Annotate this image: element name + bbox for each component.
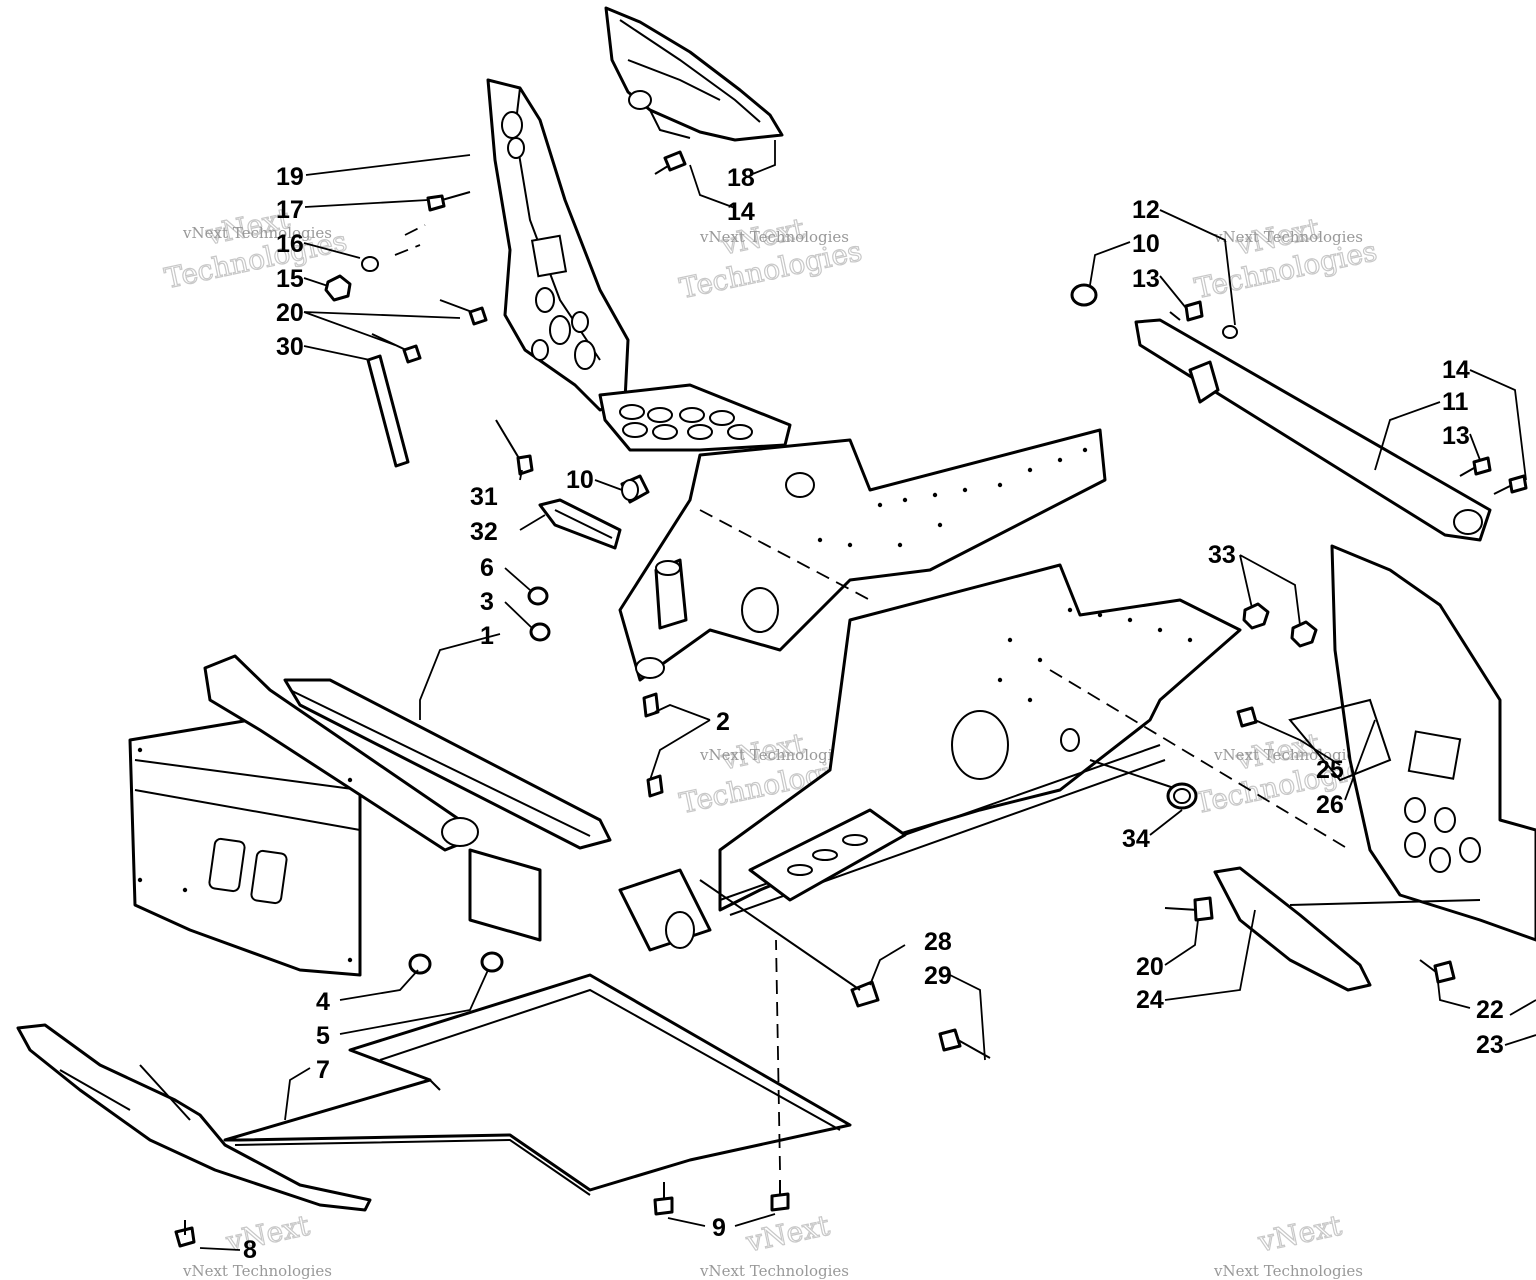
front-bumper-part xyxy=(16,1023,372,1212)
bushings-6-3 xyxy=(527,586,551,642)
callout-29: 29 xyxy=(924,962,952,990)
callout-2: 2 xyxy=(716,708,730,736)
callout-32: 32 xyxy=(470,518,498,546)
callout-13-right: 13 xyxy=(1442,422,1470,450)
callout-34: 34 xyxy=(1122,825,1150,853)
callout-labels: 19 17 16 15 20 30 18 14 12 10 13 14 11 1… xyxy=(243,163,1504,1264)
watermark-small-3: vNext Technologies xyxy=(1213,228,1363,246)
watermark-small-6: vNext Technologies xyxy=(1213,746,1363,764)
watermark-small-1: vNext Technologies xyxy=(182,224,332,242)
callout-30: 30 xyxy=(276,333,304,361)
watermark-small-2: vNext Technologies xyxy=(699,228,849,246)
watermark-line1: vNext xyxy=(223,1209,314,1259)
callout-18: 18 xyxy=(727,164,755,192)
leader-lines xyxy=(199,140,1536,1251)
callout-6: 6 xyxy=(480,554,494,582)
callout-20-right: 20 xyxy=(1136,953,1164,981)
watermark-small-9: vNext Technologies xyxy=(1213,1262,1363,1280)
callout-15: 15 xyxy=(276,265,304,293)
callout-26: 26 xyxy=(1316,791,1344,819)
callout-28: 28 xyxy=(924,928,952,956)
callout-10-left: 10 xyxy=(566,466,594,494)
callout-22: 22 xyxy=(1476,996,1504,1024)
watermark-2: vNext Technologies xyxy=(676,211,865,306)
watermark-line1: vNext xyxy=(743,1209,834,1259)
callout-5: 5 xyxy=(316,1022,330,1050)
callout-7: 7 xyxy=(316,1056,330,1084)
bushings-4-5 xyxy=(408,951,504,975)
callout-23: 23 xyxy=(1476,1031,1504,1059)
callout-10-right: 10 xyxy=(1132,230,1160,258)
watermark-9: vNext xyxy=(1254,1208,1346,1259)
watermark-small-5: vNext Technologies xyxy=(699,746,849,764)
bushing-10-left xyxy=(620,474,650,504)
callout-3: 3 xyxy=(480,588,494,616)
callout-8: 8 xyxy=(243,1236,257,1264)
callout-16: 16 xyxy=(276,230,304,258)
steering-arm-part xyxy=(1070,283,1528,542)
watermark-small-7: vNext Technologies xyxy=(182,1262,332,1280)
footrest-plate-part xyxy=(598,383,792,452)
rivet-and-strip xyxy=(495,419,622,550)
nuts-33 xyxy=(1242,602,1318,648)
callout-13-top: 13 xyxy=(1132,265,1160,293)
belly-pan-part xyxy=(223,973,852,1196)
callout-25: 25 xyxy=(1316,756,1344,784)
hardware-top-left xyxy=(324,191,488,468)
steering-post-part xyxy=(486,78,630,412)
screw-14-top xyxy=(654,150,687,175)
chassis-rivet-dots xyxy=(137,447,1193,963)
callout-11: 11 xyxy=(1442,388,1469,416)
chassis-frame-part xyxy=(128,428,1351,977)
clips-2 xyxy=(642,692,664,798)
callout-14-top: 14 xyxy=(727,198,755,226)
callout-24: 24 xyxy=(1136,986,1164,1014)
bracket-24-part xyxy=(1164,866,1481,992)
watermark-7: vNext xyxy=(222,1208,314,1259)
watermark-line1: vNext xyxy=(1255,1209,1346,1259)
callout-20-top: 20 xyxy=(276,299,304,327)
side-panel-part xyxy=(1236,544,1536,942)
bushing-34 xyxy=(1166,782,1198,810)
callout-31: 31 xyxy=(470,483,498,511)
watermark-3: vNext Technologies xyxy=(1191,211,1380,306)
callout-12: 12 xyxy=(1132,196,1160,224)
callout-9: 9 xyxy=(712,1214,726,1242)
callout-14-right: 14 xyxy=(1442,356,1470,384)
callout-33: 33 xyxy=(1208,541,1236,569)
watermark-small-8: vNext Technologies xyxy=(699,1262,849,1280)
screw-8 xyxy=(174,1220,196,1248)
callout-4: 4 xyxy=(316,988,330,1016)
callout-1: 1 xyxy=(480,622,494,650)
screws-9 xyxy=(653,939,790,1216)
watermark-8: vNext xyxy=(742,1208,834,1259)
callout-19: 19 xyxy=(276,163,304,191)
callout-17: 17 xyxy=(276,196,304,224)
console-cover-part xyxy=(604,6,784,142)
